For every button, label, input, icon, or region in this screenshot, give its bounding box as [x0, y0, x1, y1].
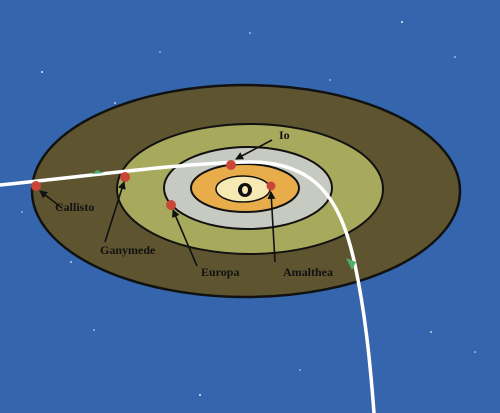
- callisto-moon: [31, 181, 41, 191]
- io-moon: [226, 160, 236, 170]
- europa-label: Europa: [201, 265, 239, 279]
- stars: [21, 21, 476, 396]
- trajectory-marker: [346, 258, 356, 270]
- amalthea-moon: [266, 181, 276, 191]
- europa-moon: [166, 200, 176, 210]
- callisto-label: Callisto: [55, 200, 94, 214]
- spacecraft-trajectory: [0, 160, 376, 413]
- amalthea-label: Amalthea: [283, 265, 333, 279]
- io-label: Io: [279, 128, 290, 142]
- ganymede-label: Ganymede: [100, 243, 156, 257]
- ganymede-moon: [120, 172, 130, 182]
- io-leader: [235, 139, 273, 160]
- trajectory-marker: [92, 170, 104, 174]
- ganymede-leader: [104, 181, 126, 243]
- callisto-leader: [39, 190, 63, 209]
- jupiter-highlight: [242, 186, 248, 194]
- amalthea-leader: [267, 191, 276, 263]
- europa-leader: [172, 209, 198, 267]
